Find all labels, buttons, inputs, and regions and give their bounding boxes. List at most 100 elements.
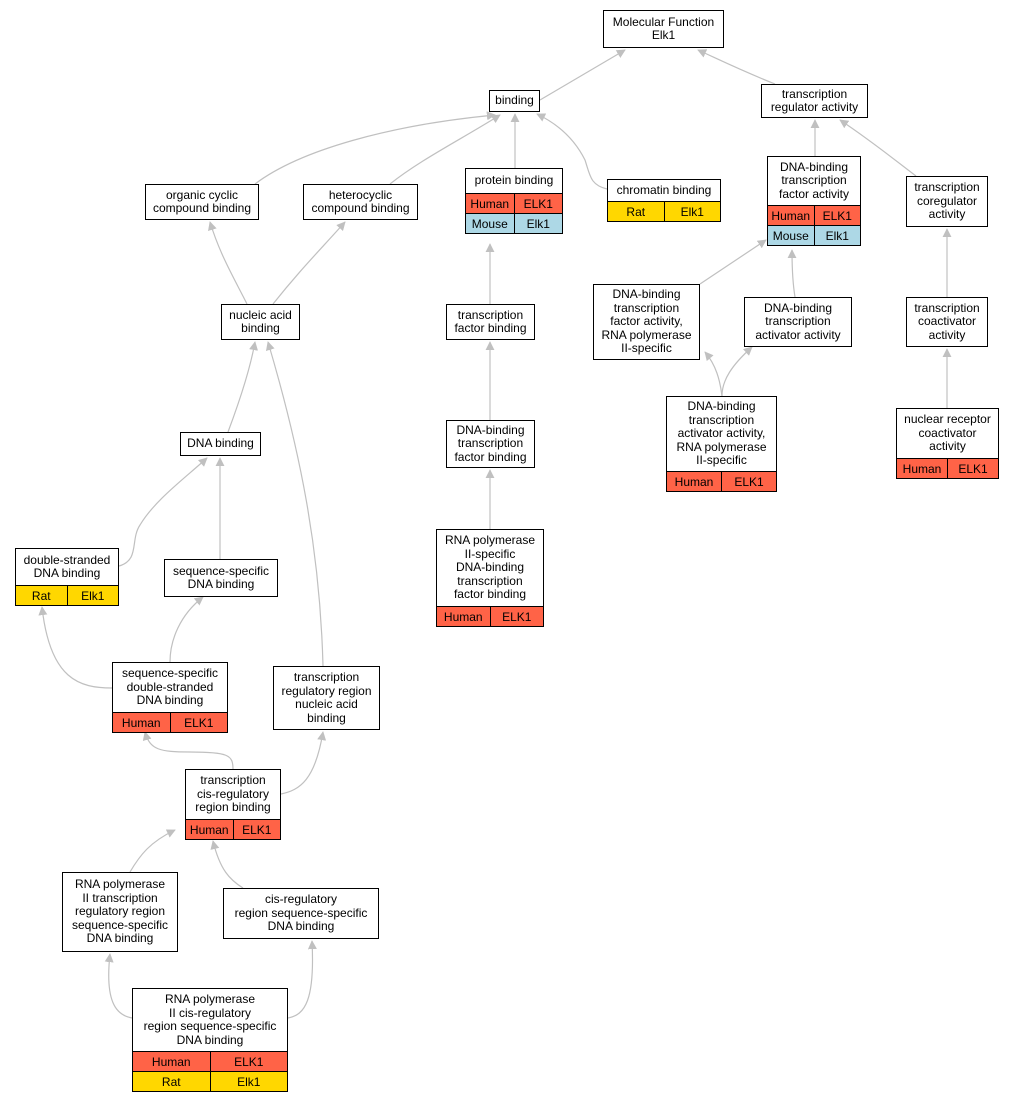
- go-term-label: transcription regulatory region nucleic …: [281, 670, 372, 725]
- go-term-label: nucleic acid binding: [229, 307, 292, 335]
- is-a-edge: [699, 239, 767, 285]
- go-term-label: binding: [495, 93, 534, 108]
- go-term-label: transcription cis-regulatory region bind…: [195, 773, 271, 815]
- gene-cell: ELK1: [489, 607, 543, 626]
- species-cell: Rat: [16, 586, 67, 605]
- is-a-edge: [142, 731, 234, 770]
- gene-cell: Elk1: [813, 226, 860, 245]
- go-term-label: heterocyclic compound binding: [311, 187, 410, 215]
- species-cell: Rat: [608, 202, 664, 221]
- go-term-label: DNA-binding transcription factor activit…: [601, 287, 692, 356]
- species-cell: Rat: [133, 1072, 210, 1091]
- go-term-label: DNA-binding transcription activator acti…: [755, 300, 841, 342]
- species-cell: Human: [768, 206, 814, 225]
- is-a-edge: [389, 114, 501, 185]
- is-a-edge: [704, 351, 723, 397]
- go-term-label: DNA-binding transcription factor activit…: [778, 159, 850, 201]
- is-a-edge: [169, 596, 204, 663]
- go-term-node-dnab: DNA binding: [180, 432, 261, 456]
- go-term-node-hcb: heterocyclic compound binding: [303, 184, 418, 220]
- go-term-label: cis-regulatory region sequence-specific …: [234, 892, 368, 934]
- species-cell: Human: [667, 472, 721, 491]
- go-term-node-tcrrb: transcription cis-regulatory region bind…: [185, 769, 281, 840]
- go-term-node-dbtaa: DNA-binding transcription activator acti…: [744, 297, 852, 347]
- species-cell: Human: [133, 1052, 210, 1071]
- species-cell: Human: [113, 713, 170, 732]
- go-term-label: protein binding: [474, 173, 554, 188]
- is-a-edge: [287, 940, 317, 1019]
- is-a-edge: [227, 341, 259, 433]
- gene-cell: Elk1: [513, 214, 562, 233]
- is-a-edge: [210, 840, 244, 889]
- is-a-edge: [721, 346, 753, 397]
- go-term-label: transcription coregulator activity: [914, 180, 980, 222]
- gene-cell: Elk1: [663, 202, 720, 221]
- species-cell: Human: [466, 194, 514, 213]
- is-a-edge: [272, 221, 346, 305]
- go-term-node-trrnab: transcription regulatory region nucleic …: [273, 666, 380, 730]
- is-a-edge: [280, 731, 327, 795]
- go-term-node-tca: transcription coregulator activity: [906, 176, 988, 227]
- go-term-label: transcription coactivator activity: [914, 300, 980, 342]
- go-term-node-tfb: transcription factor binding: [446, 304, 535, 340]
- gene-cell: ELK1: [813, 206, 860, 225]
- species-cell: Human: [897, 459, 947, 478]
- is-a-edge: [839, 119, 917, 177]
- go-term-node-crrssdb: cis-regulatory region sequence-specific …: [223, 888, 379, 939]
- go-term-node-tcoa: transcription coactivator activity: [906, 297, 988, 347]
- go-term-node-binding: binding: [489, 90, 540, 112]
- species-cell: Human: [186, 820, 233, 839]
- gene-cell: Elk1: [66, 586, 118, 605]
- go-term-label: chromatin binding: [616, 182, 712, 197]
- go-term-label: RNA polymerase II transcription regulato…: [71, 877, 169, 946]
- is-a-edge: [208, 221, 248, 305]
- species-cell: Mouse: [768, 226, 814, 245]
- species-cell: Mouse: [466, 214, 514, 233]
- go-term-node-dbtfa2: DNA-binding transcription factor activit…: [593, 284, 700, 360]
- is-a-edge: [697, 49, 776, 85]
- go-term-label: RNA polymerase II cis-regulatory region …: [143, 992, 277, 1047]
- go-term-node-ssdb: sequence-specific DNA binding: [164, 559, 278, 597]
- is-a-edge: [254, 111, 496, 185]
- go-term-label: DNA binding: [187, 436, 254, 451]
- go-term-node-nab: nucleic acid binding: [221, 304, 300, 340]
- go-term-label: transcription regulator activity: [770, 86, 859, 114]
- go-term-label: sequence-specific DNA binding: [172, 563, 270, 591]
- gene-cell: ELK1: [721, 472, 776, 491]
- is-a-edge: [265, 341, 324, 667]
- is-a-edge: [539, 49, 626, 101]
- gene-cell: ELK1: [513, 194, 562, 213]
- go-term-label: transcription factor binding: [454, 307, 527, 335]
- is-a-edge: [787, 249, 797, 298]
- is-a-edge: [118, 457, 208, 567]
- go-term-node-rnap2crr: RNA polymerase II cis-regulatory region …: [132, 988, 288, 1092]
- gene-cell: ELK1: [232, 820, 280, 839]
- go-term-label: sequence-specific double-stranded DNA bi…: [121, 666, 219, 708]
- gene-cell: ELK1: [947, 459, 998, 478]
- species-cell: Human: [437, 607, 490, 626]
- is-a-edge: [38, 606, 113, 689]
- go-term-label: nuclear receptor coactivator activity: [904, 412, 991, 454]
- go-term-node-ssdsdb: sequence-specific double-stranded DNA bi…: [112, 662, 228, 733]
- go-term-node-rnap2trr: RNA polymerase II transcription regulato…: [62, 872, 178, 952]
- go-term-node-dbtfa: DNA-binding transcription factor activit…: [767, 156, 861, 246]
- go-term-label: Molecular Function Elk1: [612, 14, 715, 42]
- go-term-node-dbtaa2: DNA-binding transcription activator acti…: [666, 396, 777, 492]
- go-term-label: RNA polymerase II-specific DNA-binding t…: [444, 533, 536, 602]
- go-term-node-tra: transcription regulator activity: [761, 84, 868, 118]
- go-term-node-rnap2: RNA polymerase II-specific DNA-binding t…: [436, 529, 544, 627]
